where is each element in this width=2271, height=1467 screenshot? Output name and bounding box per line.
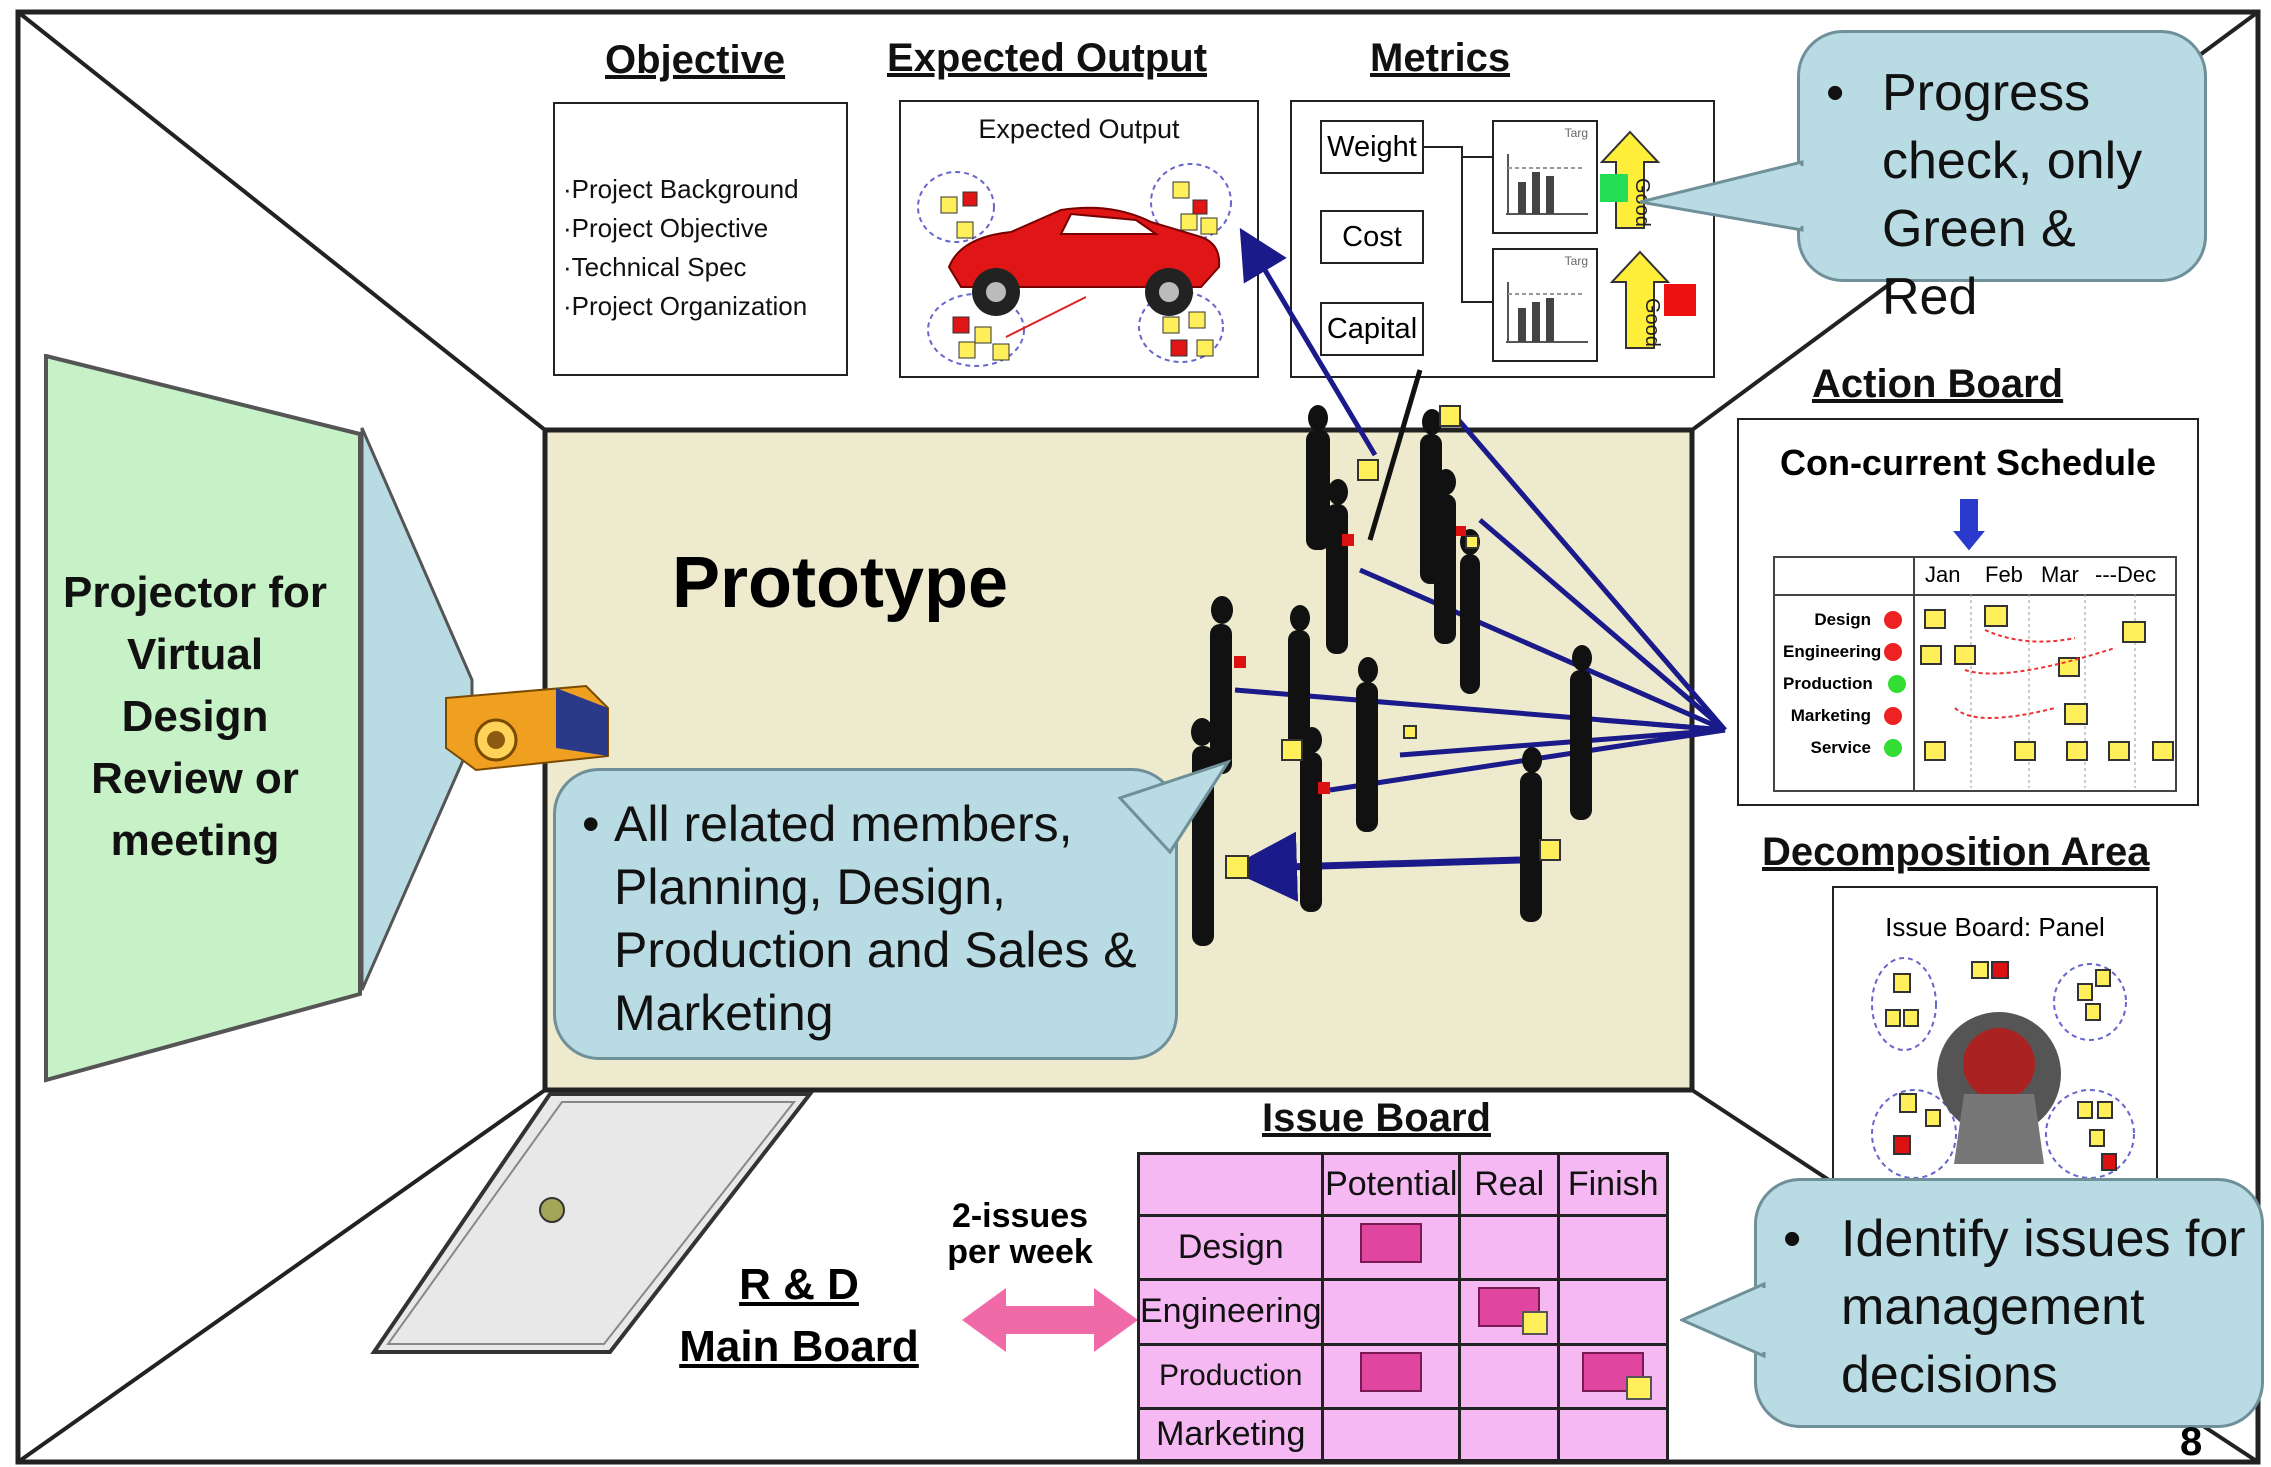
- issue-row-label: Design: [1136, 1213, 1325, 1282]
- main-board-line2: Main Board: [679, 1322, 919, 1371]
- frequency-label: 2-issues per week: [947, 1197, 1093, 1271]
- mini-chart-label: Targ: [1564, 126, 1588, 140]
- callout-pointer: [1680, 1281, 1767, 1359]
- expected-output-title: Expected Output: [887, 36, 1208, 80]
- issue-board-title: Issue Board: [1262, 1096, 1491, 1140]
- schedule-row-label: Production: [1783, 674, 1873, 693]
- issue-cell: [1321, 1342, 1461, 1410]
- issue-cell: [1321, 1213, 1461, 1282]
- metric-mini-chart: Targ: [1492, 120, 1598, 234]
- metrics-connectors: [1424, 146, 1492, 303]
- callout-members: •All related members, Planning, Design, …: [553, 768, 1178, 1060]
- metric-weight: Weight: [1320, 120, 1424, 174]
- metric-cost: Cost: [1320, 210, 1424, 264]
- issue-cell: [1557, 1342, 1669, 1410]
- issue-ticket[interactable]: [1478, 1287, 1549, 1336]
- issue-row-label: Engineering: [1136, 1278, 1325, 1346]
- schedule-grid: Jan Feb Mar ---Dec Design Engineering Pr…: [1773, 556, 2177, 792]
- issue-cell: [1321, 1406, 1461, 1463]
- page-number: 8: [2180, 1420, 2203, 1464]
- expected-output-box: Expected Output: [899, 100, 1259, 378]
- projector-icon: [445, 684, 609, 772]
- bar-icon: [1506, 154, 1588, 215]
- issue-column-header: Potential: [1321, 1152, 1461, 1217]
- issue-ticket[interactable]: [1360, 1223, 1423, 1264]
- issue-board-table: Potential Real Finish Design Engineering…: [1136, 1152, 1669, 1463]
- status-green-indicator: [1600, 174, 1628, 202]
- schedule-row-label: Service: [1810, 738, 1872, 757]
- mini-chart-label: Targ: [1564, 254, 1588, 268]
- good-label: Good: [1641, 298, 1663, 347]
- callout-pointer: [1117, 759, 1232, 855]
- issue-cell: [1557, 1406, 1669, 1463]
- objective-title: Objective: [605, 38, 786, 82]
- month-label: Jan: [1925, 562, 1961, 587]
- month-label: ---Dec: [2095, 562, 2157, 587]
- status-red-indicator: [1664, 284, 1696, 316]
- callout-progress-text: Progress check, only Green & Red: [1882, 64, 2143, 326]
- team-members-silhouettes: [1191, 405, 1592, 946]
- objective-item: ·Technical Spec: [563, 252, 747, 282]
- main-board-label: R & D Main Board: [660, 1254, 938, 1378]
- decomposition-panel: Issue Board: Panel: [1832, 886, 2158, 1186]
- month-label: Mar: [2041, 562, 2079, 587]
- engine-illustration: [1871, 957, 2135, 1179]
- schedule-marks: [1884, 594, 2174, 788]
- schedule-title: Con-current Schedule: [1779, 442, 2157, 483]
- prototype-label: Prototype: [672, 543, 1009, 623]
- expected-output-label: Expected Output: [978, 114, 1180, 144]
- issue-column-header: Finish: [1557, 1152, 1669, 1217]
- issue-cell: [1557, 1213, 1669, 1282]
- issue-cell: [1557, 1278, 1669, 1346]
- callout-pointer: [1640, 160, 1805, 232]
- schedule-row-label: Marketing: [1790, 706, 1871, 725]
- issue-cell: [1321, 1278, 1461, 1346]
- issue-ticket[interactable]: [1360, 1351, 1423, 1392]
- objective-item: ·Project Background: [563, 174, 799, 204]
- callout-members-text: All related members, Planning, Design, P…: [614, 796, 1137, 1041]
- issue-ticket[interactable]: [1582, 1351, 1653, 1400]
- issue-cell: [1457, 1213, 1561, 1282]
- issue-cell: [1457, 1406, 1561, 1463]
- double-arrow-icon: [962, 1288, 1138, 1352]
- metric-capital: Capital: [1320, 302, 1424, 356]
- door-knob: [539, 1197, 565, 1223]
- callout-identify-text: Identify issues for management decisions: [1841, 1210, 2246, 1404]
- door: [370, 1092, 815, 1354]
- projector-screen: [44, 354, 362, 1083]
- schedule-rows: Design Engineering Production Marketing …: [1783, 604, 1882, 764]
- action-board: Con-current Schedule Jan Feb Mar ---Dec …: [1737, 418, 2199, 806]
- objective-item: ·Project Organization: [563, 291, 808, 321]
- schedule-row-label: Design: [1814, 610, 1871, 629]
- objective-item: ·Project Objective: [563, 213, 769, 243]
- month-label: Feb: [1985, 562, 2023, 587]
- issue-column-header: Real: [1457, 1152, 1561, 1217]
- issue-header-corner: [1136, 1152, 1325, 1217]
- metric-mini-chart: Targ: [1492, 248, 1598, 362]
- up-arrow-icon: Good: [1610, 250, 1670, 349]
- decomposition-title: Decomposition Area: [1762, 830, 2150, 874]
- issue-row-label: Marketing: [1136, 1406, 1325, 1463]
- issue-cell: [1457, 1278, 1561, 1346]
- callout-progress: •Progress check, only Green & Red: [1797, 30, 2207, 326]
- issue-panel-label: Issue Board: Panel: [1885, 912, 2105, 942]
- down-arrow-icon: [1949, 497, 1989, 554]
- callout-identify: •Identify issues for management decision…: [1754, 1178, 2264, 1428]
- issue-row-label: Production: [1136, 1342, 1325, 1410]
- schedule-row-label: Engineering: [1783, 642, 1882, 661]
- objective-box: ·Project Background ·Project Objective ·…: [553, 102, 848, 376]
- car-illustration: [917, 163, 1232, 367]
- issue-cell: [1457, 1342, 1561, 1410]
- action-board-title: Action Board: [1812, 362, 2064, 406]
- bar-icon: [1506, 282, 1588, 343]
- metrics-title: Metrics: [1370, 36, 1511, 80]
- metrics-box: Weight Cost Capital Targ Targ: [1290, 100, 1715, 378]
- main-board-line1: R & D: [739, 1260, 859, 1309]
- projector-label: Projector for Virtual Design Review or m…: [62, 568, 328, 865]
